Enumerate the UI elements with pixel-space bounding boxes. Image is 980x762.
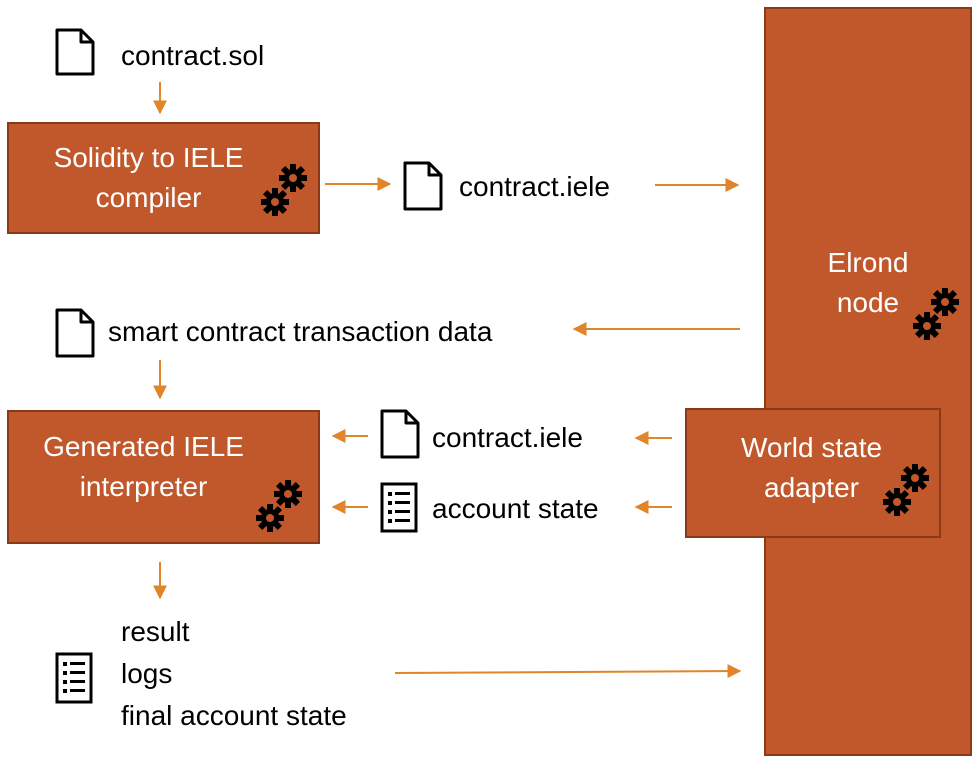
output-result: result bbox=[121, 616, 190, 647]
output-list-icon bbox=[55, 652, 93, 704]
elrond-node-box: Elrond node bbox=[764, 7, 972, 756]
output-list: result logs final account state bbox=[121, 611, 347, 737]
tx-data-label: smart contract transaction data bbox=[108, 316, 493, 347]
tx-data-file-icon bbox=[55, 308, 95, 358]
account-state-label: account state bbox=[432, 493, 599, 524]
contract-sol-file-icon bbox=[55, 28, 95, 76]
iele-interpreter-box: Generated IELE interpreter bbox=[7, 410, 320, 544]
adapter-gears-icon bbox=[880, 460, 932, 520]
contract-iele-loaded-label: contract.iele bbox=[432, 422, 583, 453]
contract-iele-file-icon bbox=[403, 161, 443, 211]
solidity-compiler-label: Solidity to IELE compiler bbox=[53, 142, 244, 213]
solidity-compiler-box: Solidity to IELE compiler bbox=[7, 122, 320, 234]
node-gears-icon bbox=[910, 284, 962, 344]
elrond-node-label: Elrond node bbox=[827, 247, 909, 318]
iele-interpreter-label: Generated IELE interpreter bbox=[43, 431, 244, 502]
contract-iele-loaded-file-icon bbox=[380, 409, 420, 459]
contract-iele-compiled-label: contract.iele bbox=[459, 171, 610, 202]
output-final-account-state: final account state bbox=[121, 700, 347, 731]
world-state-adapter-label: World state adapter bbox=[740, 432, 883, 503]
interpreter-gears-icon bbox=[253, 476, 305, 536]
compiler-gears-icon bbox=[258, 160, 310, 220]
account-state-list-icon bbox=[380, 482, 418, 533]
contract-sol-label: contract.sol bbox=[121, 40, 265, 71]
world-state-adapter-box: World state adapter bbox=[685, 408, 941, 538]
output-logs: logs bbox=[121, 658, 173, 689]
arrow-output-to-node bbox=[394, 664, 742, 679]
